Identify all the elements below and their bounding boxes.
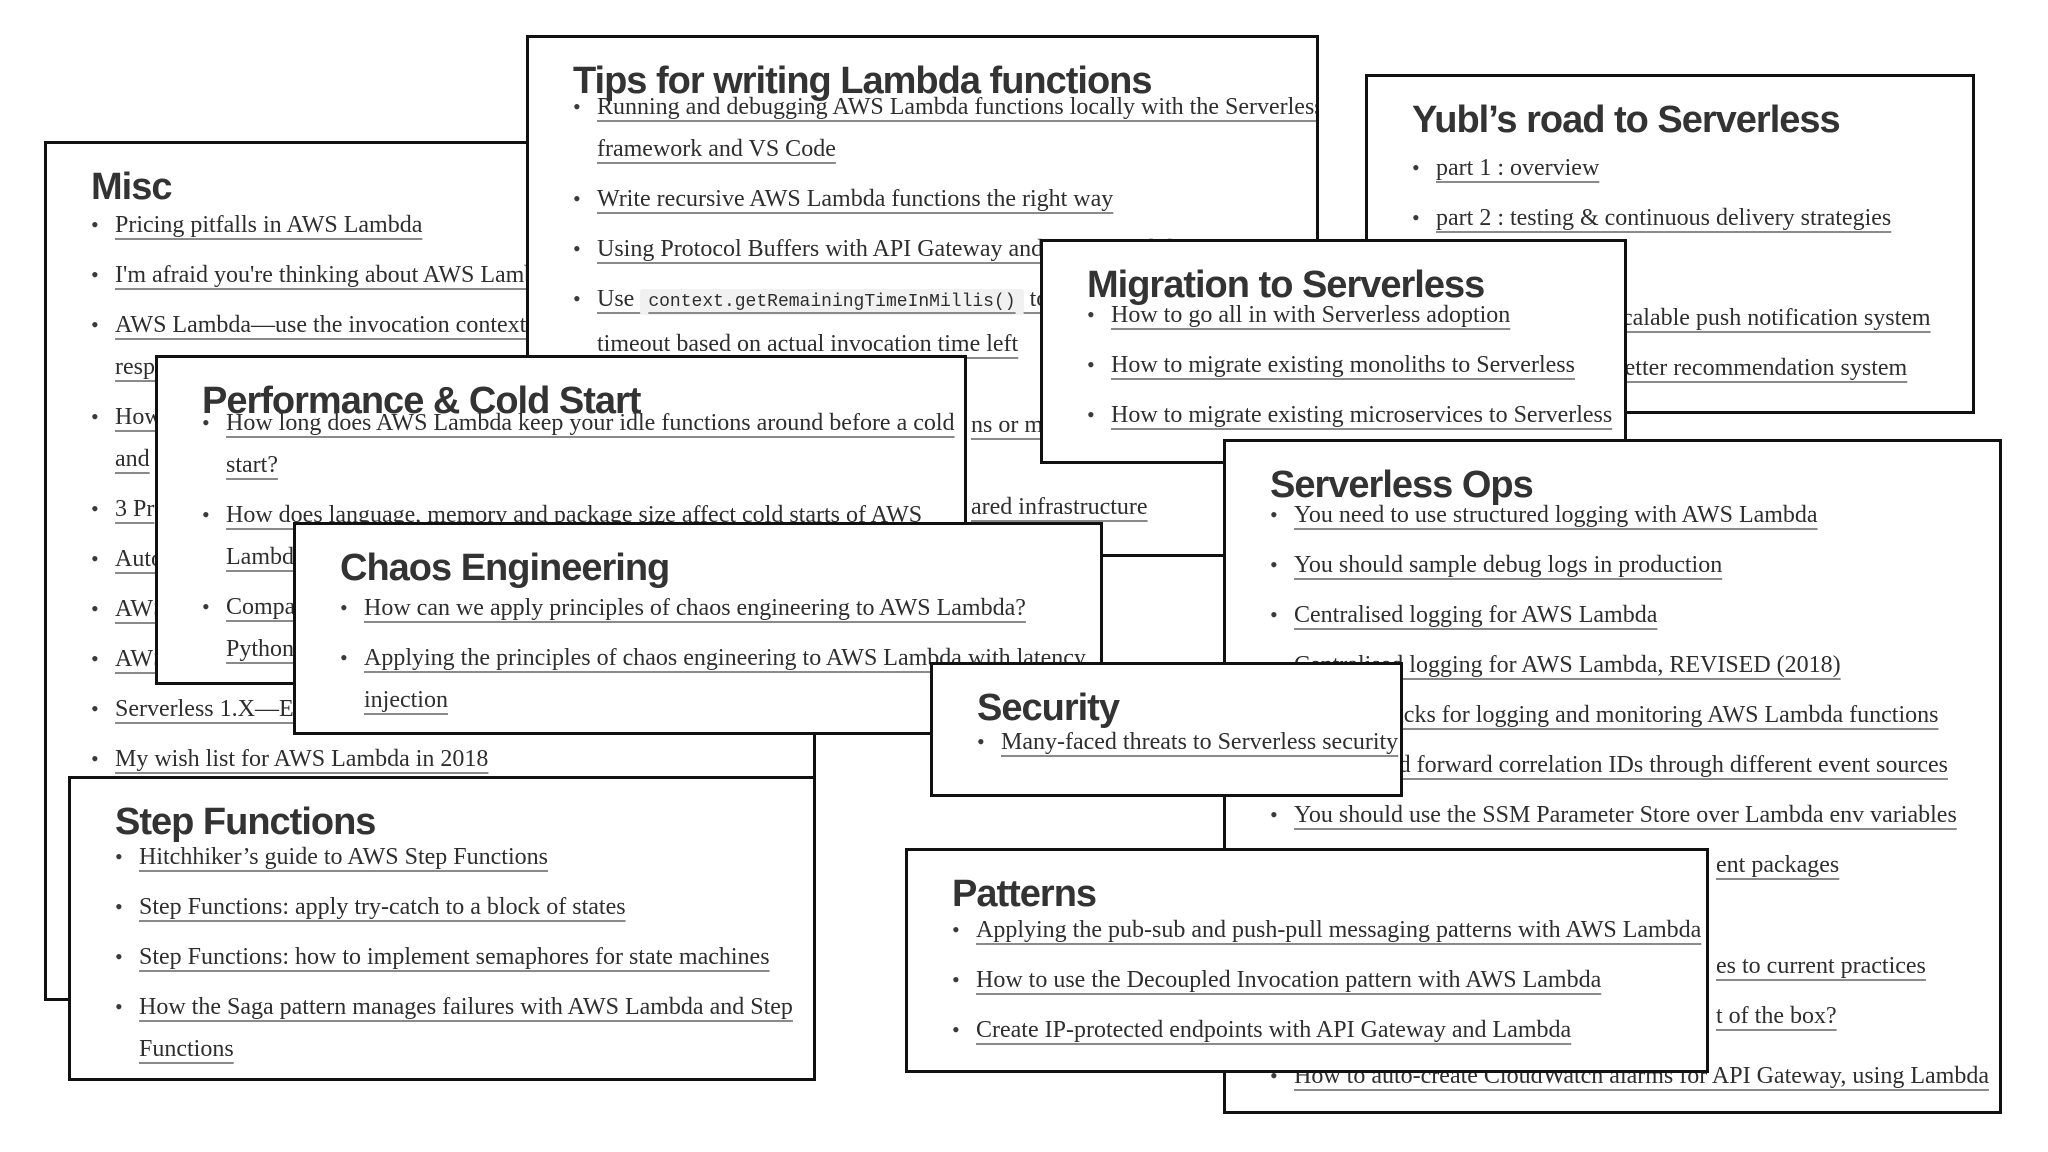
link[interactable]: Pricing pitfalls in AWS Lambda [115,212,423,238]
link[interactable]: start? [226,452,278,478]
link[interactable]: Serverless 1.X—En [115,696,306,722]
link[interactable]: How [115,404,162,430]
link[interactable]: You should sample debug logs in producti… [1294,552,1723,578]
link[interactable]: part 1 : overview [1436,155,1600,181]
list-item: How to go all in with Serverless adoptio… [1087,294,1616,336]
clipped-link-fragment[interactable]: ns or m [971,412,1043,438]
clipped-link-fragment[interactable]: t of the box? [1716,1003,1837,1029]
link[interactable]: Running and debugging AWS Lambda functio… [597,94,1319,120]
list-item: Capture and forward correlation IDs thro… [1270,744,1991,786]
list-item: My wish list for AWS Lambda in 2018 [91,738,805,780]
link[interactable]: You need to use structured logging with … [1294,502,1818,528]
list-item: Hitchhiker’s guide to AWS Step Functions [115,836,805,878]
link[interactable]: Applying the pub-sub and push-pull messa… [976,917,1702,943]
link[interactable]: Create IP-protected endpoints with API G… [976,1017,1572,1043]
link[interactable]: How long does AWS Lambda keep your idle … [226,410,955,436]
list-item: 3 Pr [91,488,805,530]
link[interactable]: How to migrate existing monoliths to Ser… [1111,352,1575,378]
list-item: Applying the pub-sub and push-pull messa… [952,909,1702,951]
list-item: Write recursive AWS Lambda functions the… [573,178,1308,220]
link[interactable]: Step Functions: apply try-catch to a blo… [139,894,626,920]
link[interactable]: Hitchhiker’s guide to AWS Step Functions [139,844,548,870]
link[interactable]: Capture and forward correlation IDs thro… [1294,752,1948,778]
card-security: Security Many-faced threats to Serverles… [930,662,1403,797]
list-item: Centralised logging for AWS Lambda [1270,594,1991,636]
link[interactable]: timeout based on actual invocation time … [597,331,1019,357]
clipped-link-fragment[interactable]: ent packages [1716,852,1840,878]
card-title: Chaos Engineering [340,547,670,589]
link[interactable]: part 2 : testing & continuous delivery s… [1436,205,1892,231]
list-item: How long does AWS Lambda keep your idle … [202,402,956,486]
list-item: Create IP-protected endpoints with API G… [952,1009,1698,1051]
link[interactable]: Python [226,636,295,662]
link[interactable]: 3 Pr [115,496,155,522]
list-item: part 1 : overview [1412,147,1964,189]
list-item: You need to use structured logging with … [1270,494,1991,536]
list-item: How the Saga pattern manages failures wi… [115,986,805,1070]
link[interactable]: My wish list for AWS Lambda in 2018 [115,746,489,772]
link-list: Applying the pub-sub and push-pull messa… [908,909,1706,1051]
list-item: How to migrate existing microservices to… [1087,394,1616,436]
card-patterns: Patterns Applying the pub-sub and push-p… [905,848,1709,1073]
link[interactable]: You should use the SSM Parameter Store o… [1294,802,1957,828]
card-step-functions: Step Functions Hitchhiker’s guide to AWS… [68,776,816,1081]
link[interactable]: Centralised logging for AWS Lambda [1294,602,1658,628]
link[interactable]: Write recursive AWS Lambda functions the… [597,186,1114,212]
link-list: How to go all in with Serverless adoptio… [1043,294,1624,436]
card-migration: Migration to Serverless How to go all in… [1040,239,1627,464]
list-item: Running and debugging AWS Lambda functio… [573,86,1316,170]
list-item: Pricing pitfalls in AWS Lambda [91,204,805,246]
link[interactable]: injection [364,687,448,713]
card-title: Misc [91,166,172,208]
list-item: You should use the SSM Parameter Store o… [1270,794,1991,836]
link-list: Many-faced threats to Serverless securit… [933,721,1400,763]
link[interactable]: Step Functions: how to implement semapho… [139,944,770,970]
clipped-link-fragment[interactable]: ared infrastructure [971,494,1148,520]
list-item: How to use the Decoupled Invocation patt… [952,959,1698,1001]
list-item: How and [91,396,805,480]
link[interactable]: How to go all in with Serverless adoptio… [1111,302,1511,328]
list-item: part 2 : testing & continuous delivery s… [1412,197,1964,239]
link-list: How can we apply principles of chaos eng… [296,587,1100,721]
link[interactable]: How to use the Decoupled Invocation patt… [976,967,1602,993]
list-item: Many-faced threats to Serverless securit… [977,721,1398,763]
link[interactable]: How the Saga pattern manages failures wi… [139,994,793,1020]
link-list: Hitchhiker’s guide to AWS Step Functions… [71,836,813,1070]
list-item: How to migrate existing monoliths to Ser… [1087,344,1616,386]
list-item: You should sample debug logs in producti… [1270,544,1991,586]
list-item: Step Functions: how to implement semapho… [115,936,805,978]
list-item: Step Functions: apply try-catch to a blo… [115,886,805,928]
link[interactable]: framework and VS Code [597,136,836,162]
card-title: Yubl’s road to Serverless [1412,99,1841,141]
link[interactable]: Functions [139,1036,234,1062]
link[interactable]: Many-faced threats to Serverless securit… [1001,729,1399,755]
list-item: How can we apply principles of chaos eng… [340,587,1092,629]
list-item: Serverless 1.X—En [91,688,805,730]
clipped-link-fragment[interactable]: es to current practices [1716,953,1926,979]
card-title: Patterns [952,873,1097,915]
link[interactable]: and [115,446,150,472]
inline-code: context.getRemainingTimeInMillis() [640,289,1024,315]
link[interactable]: How can we apply principles of chaos eng… [364,595,1026,621]
link[interactable]: How to migrate existing microservices to… [1111,402,1613,428]
